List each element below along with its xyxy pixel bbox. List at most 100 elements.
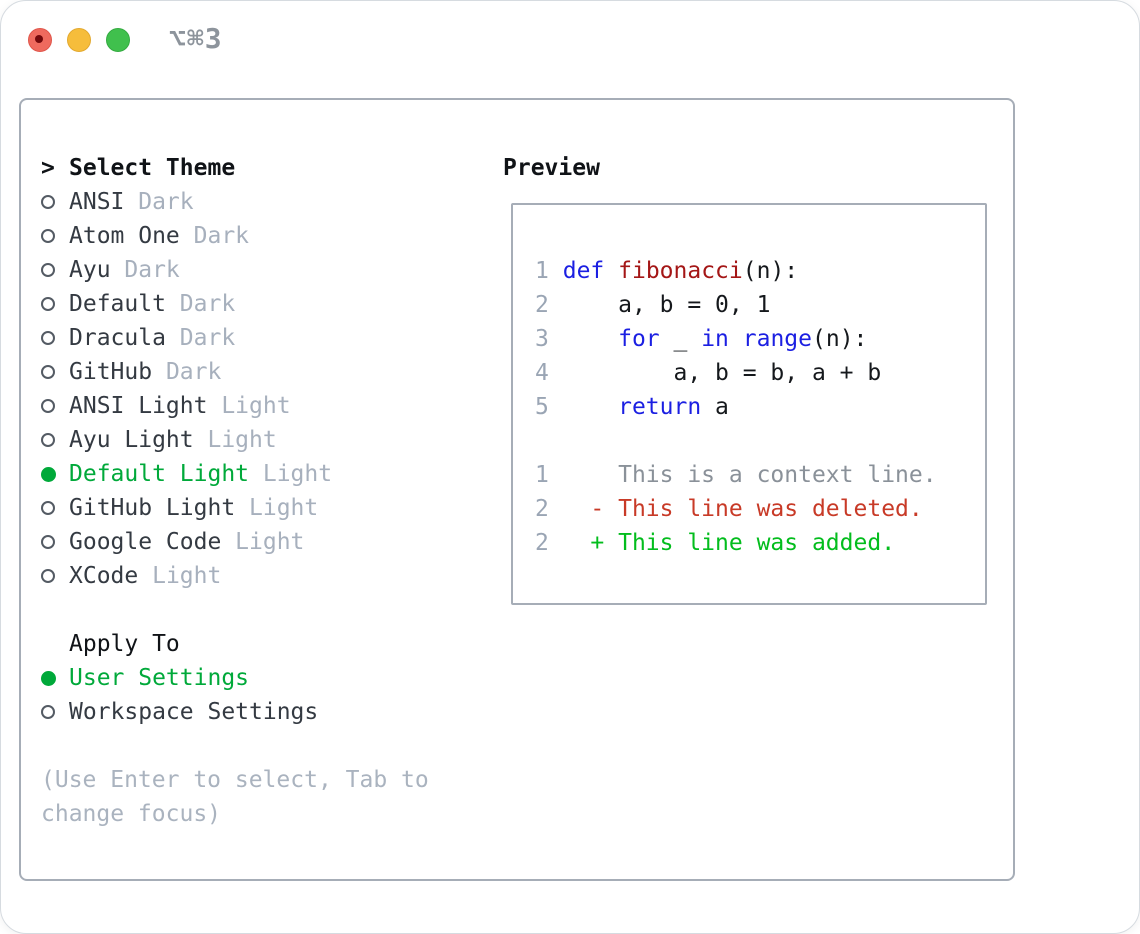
line-number: 5 bbox=[535, 394, 549, 420]
preview-code-line: 2 a, b = 0, 1 bbox=[535, 288, 985, 322]
preview-code-line: 2 - This line was deleted. bbox=[535, 492, 985, 526]
theme-option[interactable]: Dracula Dark bbox=[41, 321, 479, 355]
theme-name: GitHub bbox=[69, 359, 153, 385]
theme-name: Default Light bbox=[69, 461, 250, 487]
keyboard-hint-text: (Use Enter to select, Tab to change focu… bbox=[41, 767, 443, 827]
radio-unselected-icon bbox=[41, 321, 69, 355]
theme-option[interactable]: GitHub Dark bbox=[41, 355, 479, 389]
code-segment: a, b = b, a + b bbox=[548, 360, 882, 386]
zoom-button[interactable] bbox=[106, 28, 130, 52]
apply-to-option[interactable]: User Settings bbox=[41, 661, 479, 695]
radio-glyph bbox=[41, 466, 56, 482]
apply-to-marker-spacer bbox=[41, 627, 69, 661]
radio-glyph bbox=[41, 297, 55, 311]
theme-option[interactable]: Atom One Dark bbox=[41, 219, 479, 253]
code-segment: _ bbox=[659, 326, 702, 352]
theme-name: Atom One bbox=[69, 223, 180, 249]
close-button[interactable] bbox=[28, 28, 52, 52]
radio-unselected-icon bbox=[41, 253, 69, 287]
code-segment bbox=[549, 394, 618, 420]
apply-to-option-label: Workspace Settings bbox=[69, 699, 319, 725]
theme-option[interactable]: GitHub Light Light bbox=[41, 491, 479, 525]
code-segment bbox=[729, 326, 743, 352]
line-number: 1 bbox=[535, 462, 549, 488]
theme-variant-label: Dark bbox=[179, 291, 236, 317]
radio-unselected-icon bbox=[41, 389, 69, 423]
radio-unselected-icon bbox=[41, 695, 69, 729]
apply-to-option[interactable]: Workspace Settings bbox=[41, 695, 479, 729]
code-text: for _ in range(n): bbox=[549, 322, 867, 356]
preview-code-line bbox=[535, 424, 985, 458]
theme-variant-label: Light bbox=[262, 461, 333, 487]
radio-glyph bbox=[41, 365, 55, 379]
code-segment: a, b = 0, 1 bbox=[548, 292, 771, 318]
code-text: This is a context line. bbox=[549, 458, 937, 492]
code-text: a, b = 0, 1 bbox=[548, 288, 771, 322]
radio-glyph bbox=[41, 705, 55, 719]
code-segment: + This line was added. bbox=[548, 530, 896, 556]
theme-variant-label: Dark bbox=[138, 189, 194, 215]
radio-glyph bbox=[41, 535, 55, 549]
radio-unselected-icon bbox=[41, 219, 69, 253]
theme-name: Default bbox=[69, 291, 166, 317]
select-theme-title: Select Theme bbox=[69, 155, 236, 181]
preview-code-line: 3 for _ in range(n): bbox=[535, 322, 985, 356]
radio-unselected-icon bbox=[41, 287, 69, 321]
theme-variant-label: Light bbox=[249, 495, 319, 521]
radio-glyph bbox=[41, 195, 55, 209]
radio-glyph bbox=[41, 433, 55, 447]
theme-variant-label: Dark bbox=[179, 325, 236, 351]
theme-option[interactable]: Ayu Light Light bbox=[41, 423, 479, 457]
radio-unselected-icon bbox=[41, 355, 69, 389]
theme-variant-label: Light bbox=[207, 427, 277, 453]
radio-selected-icon bbox=[41, 457, 69, 491]
line-number: 1 bbox=[535, 258, 549, 284]
preview-code-line: 4 a, b = b, a + b bbox=[535, 356, 985, 390]
code-segment: def bbox=[562, 258, 605, 284]
theme-option[interactable]: Default Light Light bbox=[41, 457, 479, 491]
theme-variant-label: Dark bbox=[193, 223, 250, 249]
code-segment bbox=[549, 326, 618, 352]
cursor-chevron-icon: > bbox=[41, 155, 55, 181]
theme-name: Dracula bbox=[69, 325, 166, 351]
radio-unselected-icon bbox=[41, 559, 69, 593]
radio-glyph bbox=[41, 263, 55, 277]
code-segment bbox=[549, 258, 563, 284]
minimize-button[interactable] bbox=[67, 28, 91, 52]
line-number: 3 bbox=[535, 326, 549, 352]
code-segment: for bbox=[618, 326, 660, 352]
theme-variant-label: Dark bbox=[165, 359, 222, 385]
code-segment: return bbox=[618, 394, 702, 420]
theme-option[interactable]: Default Dark bbox=[41, 287, 479, 321]
radio-glyph bbox=[41, 229, 55, 243]
theme-name: GitHub Light bbox=[69, 495, 236, 521]
code-text: - This line was deleted. bbox=[549, 492, 922, 526]
theme-variant-label: Light bbox=[221, 393, 291, 419]
code-segment: This is a context line. bbox=[548, 462, 937, 488]
code-segment: in bbox=[701, 326, 729, 352]
theme-option[interactable]: ANSI Dark bbox=[41, 185, 479, 219]
keyboard-shortcut-label: ⌥⌘3 bbox=[169, 22, 223, 55]
code-text: def fibonacci(n): bbox=[549, 254, 798, 288]
radio-unselected-icon bbox=[41, 525, 69, 559]
line-number: 2 bbox=[535, 530, 549, 556]
radio-unselected-icon bbox=[41, 491, 69, 525]
code-segment: a bbox=[701, 394, 729, 420]
theme-name: ANSI bbox=[69, 189, 125, 215]
theme-name: Ayu Light bbox=[69, 427, 194, 453]
radio-unselected-icon bbox=[41, 185, 69, 219]
apply-to-header: Apply To bbox=[41, 627, 479, 661]
apply-to-option-label: User Settings bbox=[69, 665, 250, 691]
code-segment: fibonacci bbox=[618, 258, 743, 284]
theme-name: XCode bbox=[69, 563, 139, 589]
